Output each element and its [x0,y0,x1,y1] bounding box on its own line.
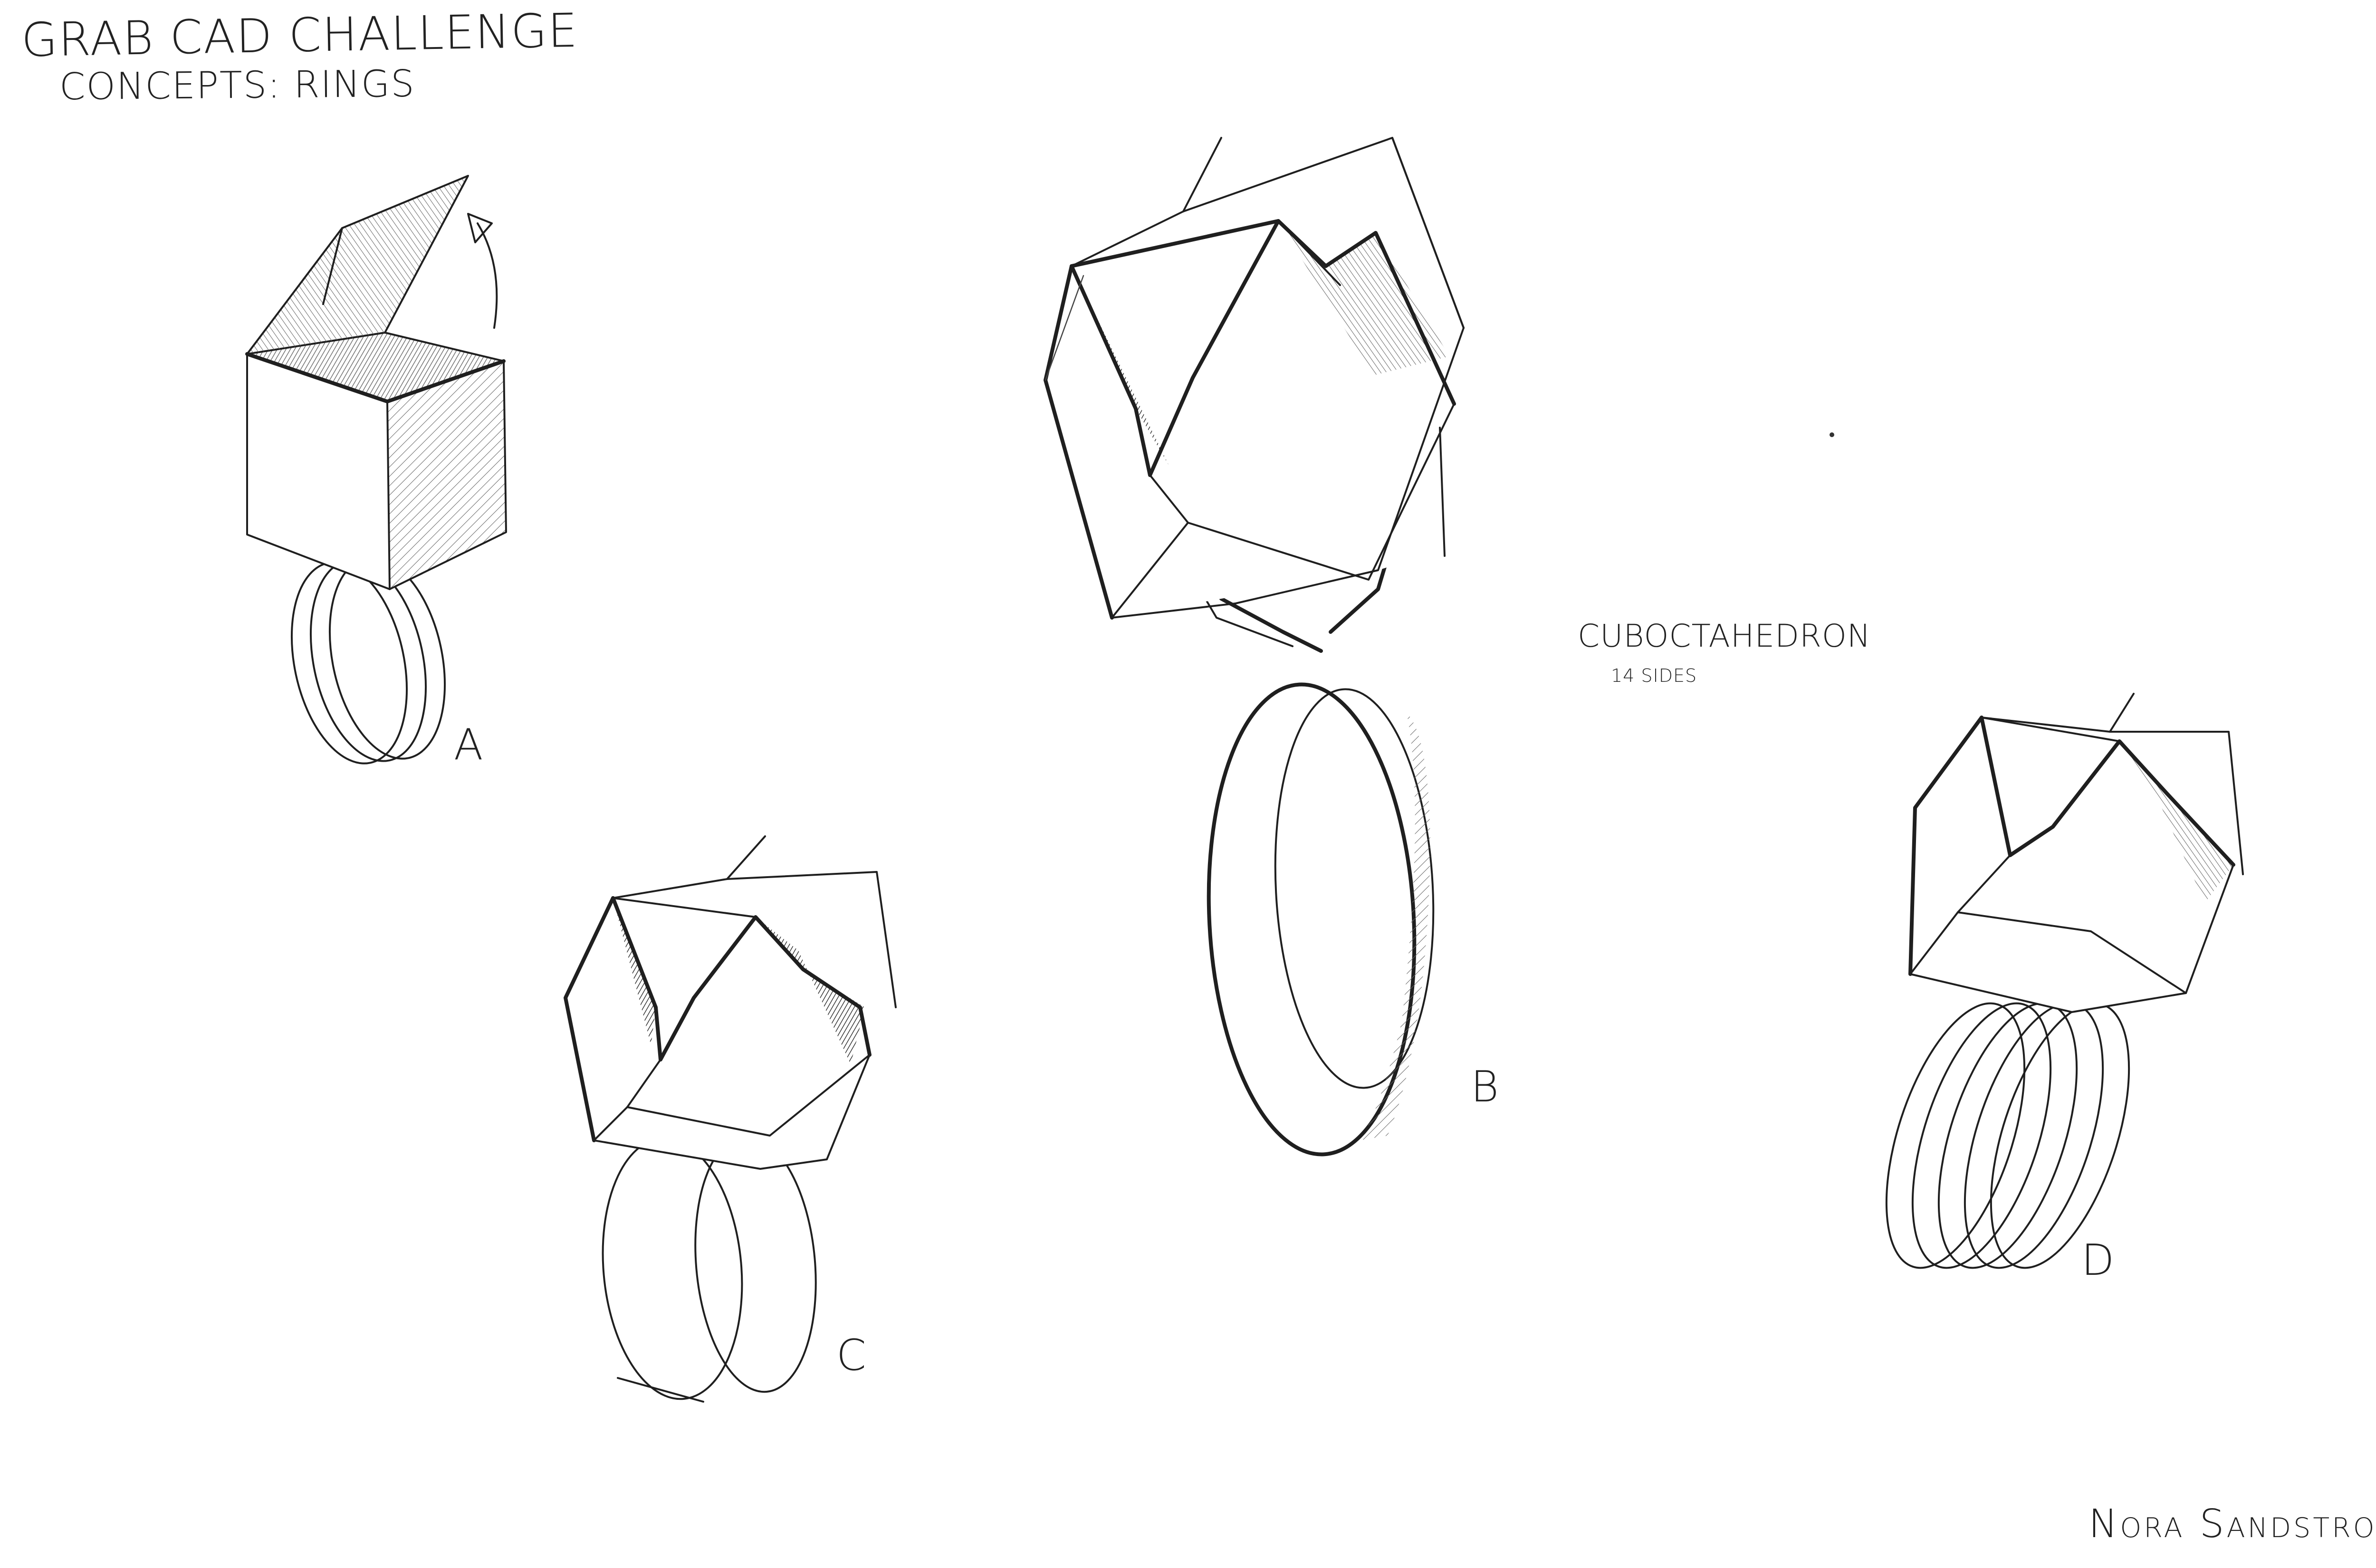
author-signature: Nora Sandstrom [2089,1501,2376,1547]
concept-label-a: A [454,720,483,770]
concept-label-c: C [836,1330,866,1380]
concept-label-b: B [1471,1062,1499,1112]
ring-b-cuboctahedron-sketch [1044,137,1465,1157]
polyhedron-name: CUBOCTAHEDRON [1578,618,1871,654]
stray-mark [1830,432,1834,437]
ring-c-cuboctahedron-sketch [563,835,897,1403]
polyhedron-sides: 14 SIDES [1611,665,1697,686]
ring-d-cuboctahedron-sketch [1885,693,2244,1269]
concept-label-d: D [2081,1235,2115,1285]
ring-a-box-sketch [245,175,507,765]
rotate-arrow-icon [467,213,498,329]
